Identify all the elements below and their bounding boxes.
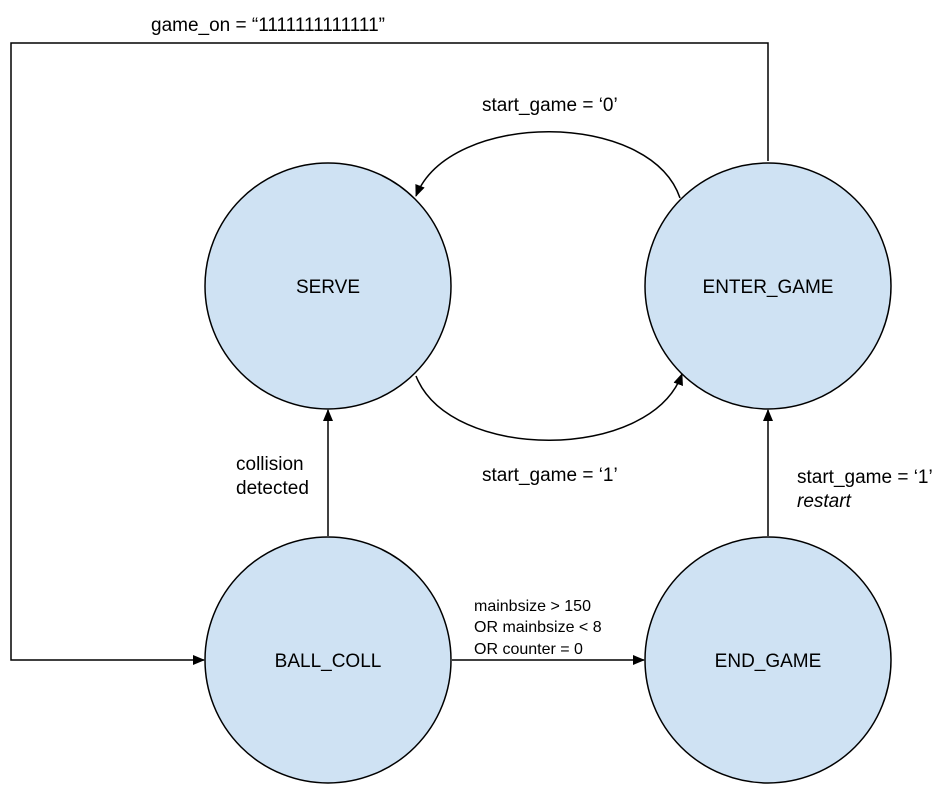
state-enter-game-label: ENTER_GAME xyxy=(703,277,834,298)
state-end-game-label: END_GAME xyxy=(715,651,822,672)
edge-start-game-0 xyxy=(415,131,681,199)
label-end-cond-line1: mainbsize > 150 xyxy=(474,598,591,615)
edge-game-on xyxy=(10,42,769,665)
label-restart-line1: start_game = ‘1’ xyxy=(797,467,933,488)
label-restart-line2: restart xyxy=(797,491,852,512)
label-start-game-1: start_game = ‘1’ xyxy=(482,465,618,486)
label-end-cond-line3: OR counter = 0 xyxy=(474,641,583,658)
label-game-on: game_on = “1111111111111” xyxy=(151,15,385,36)
label-end-cond-line2: OR mainbsize < 8 xyxy=(474,619,602,636)
state-serve: SERVE xyxy=(204,162,452,410)
state-ball-coll: BALL_COLL xyxy=(204,536,452,784)
label-start-game-0: start_game = ‘0’ xyxy=(482,95,618,116)
edge-start-game-1 xyxy=(415,373,683,441)
label-collision-line2: detected xyxy=(236,478,309,499)
state-end-game: END_GAME xyxy=(644,536,892,784)
state-enter-game: ENTER_GAME xyxy=(644,162,892,410)
label-collision-line1: collision xyxy=(236,454,304,475)
state-serve-label: SERVE xyxy=(296,277,360,298)
state-ball-coll-label: BALL_COLL xyxy=(275,651,382,672)
